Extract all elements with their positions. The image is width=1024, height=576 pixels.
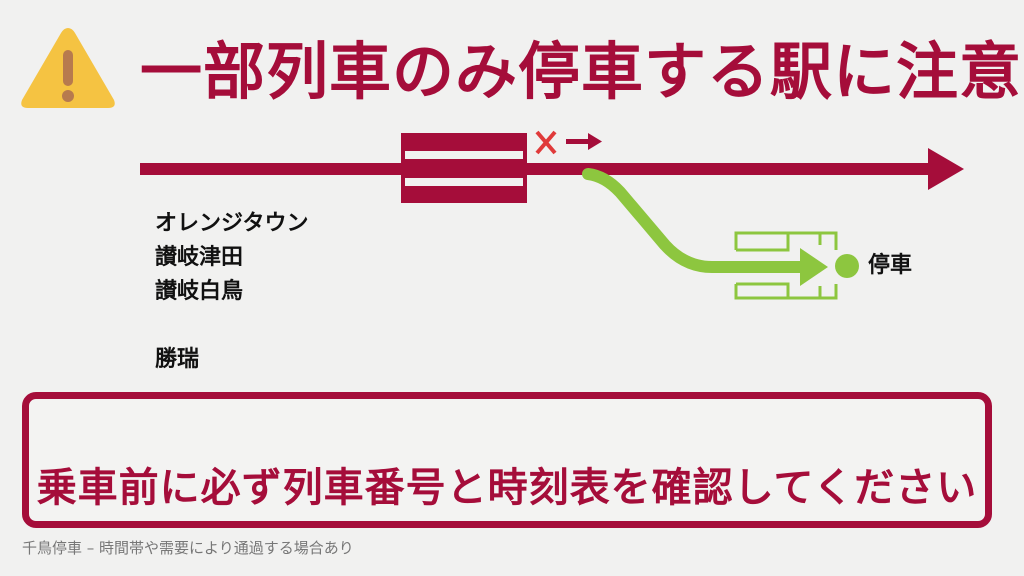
station-item: 勝瑞 — [155, 347, 200, 372]
station-item: 讃岐白鳥 — [155, 279, 244, 304]
arrow-right-icon — [566, 133, 602, 150]
main-line — [140, 148, 964, 190]
arrow-right-icon — [928, 148, 964, 190]
footnote: 千鳥停車 – 時間帯や需要により通過する場合あり — [22, 539, 354, 557]
warning-triangle-icon — [21, 28, 115, 108]
x-icon — [535, 130, 557, 155]
page-title: 一部列車のみ停車する駅に注意 — [140, 35, 1023, 108]
train-icon — [401, 133, 527, 203]
stop-dot — [835, 254, 859, 278]
station-item: オレンジタウン — [155, 211, 309, 236]
station-item: 讃岐津田 — [155, 245, 244, 270]
notice-text: 乗車前に必ず列車番号と時刻表を確認してください — [36, 465, 978, 511]
station-gap — [155, 309, 309, 343]
stop-label: 停車 — [868, 253, 913, 278]
branch-line — [582, 168, 806, 273]
platform-icon — [734, 231, 838, 300]
arrow-right-icon — [800, 248, 828, 286]
notice-box: 乗車前に必ず列車番号と時刻表を確認してください — [22, 392, 992, 528]
station-list: オレンジタウン 讃岐津田 讃岐白鳥 勝瑞 — [155, 207, 309, 377]
